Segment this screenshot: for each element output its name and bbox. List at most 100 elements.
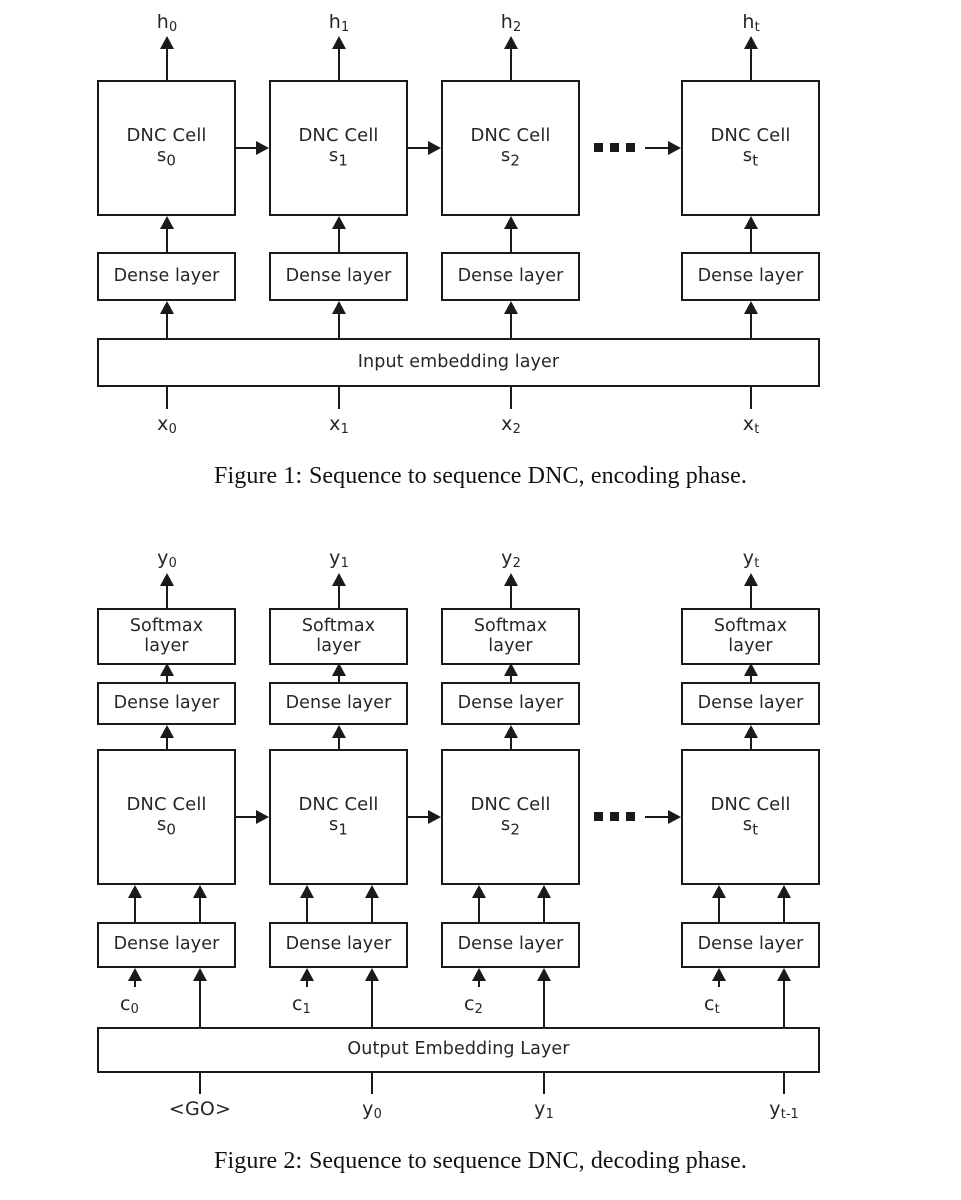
figure2-dense-to-cell-left-head-1 [300, 885, 314, 898]
figure2-embed-to-dense-stem-0 [199, 979, 201, 1027]
figure1-input-embedding-layer[interactable]: Input embedding layer [97, 338, 820, 387]
figure2-cell-to-dense-stem-1 [338, 735, 340, 749]
figure2-dense-to-cell-right-head-1 [365, 885, 379, 898]
figure1-dense-to-cell-head-3 [744, 216, 758, 229]
figure2-context-arrow-head-3 [712, 968, 726, 981]
figure1-state-arrow-stem-0 [236, 147, 259, 149]
figure1-dense-layer-1[interactable]: Dense layer [269, 252, 408, 301]
figure1-dense-to-cell-stem-3 [750, 227, 752, 252]
figure1-state-arrow-stem-2 [645, 147, 671, 149]
figure2-output-label-0: y0 [157, 547, 177, 571]
figure1-state-arrow-stem-1 [408, 147, 431, 149]
figure2-dense-to-cell-left-stem-1 [306, 896, 308, 922]
figure2-dense-to-softmax-head-1 [332, 663, 346, 676]
figure2-embed-to-dense-stem-1 [371, 979, 373, 1027]
figure2-state-arrow-stem-2 [645, 816, 671, 818]
figure2-dense-to-cell-right-stem-2 [543, 896, 545, 922]
figure2-dense-to-cell-left-head-0 [128, 885, 142, 898]
figure1-input-stem-0 [166, 387, 168, 409]
figure2-dense-to-softmax-stem-1 [338, 672, 340, 682]
figure2-dense-layer-bottom-0[interactable]: Dense layer [97, 922, 236, 968]
figure2-dense-layer-top-2[interactable]: Dense layer [441, 682, 580, 725]
figure2-output-arrow-head-3 [744, 573, 758, 586]
figure1-output-arrow-head-2 [504, 36, 518, 49]
figure2-state-arrow-head-2 [668, 810, 681, 824]
figure2-input-label-0: <GO> [168, 1098, 232, 1120]
figure2-embed-to-dense-stem-3 [783, 979, 785, 1027]
figure2-input-label-2: y1 [534, 1098, 554, 1122]
figure1-input-stem-3 [750, 387, 752, 409]
figure1-ellipsis [594, 143, 635, 152]
figure2-dense-to-cell-left-head-3 [712, 885, 726, 898]
figure-2-caption-text: Sequence to sequence DNC, decoding phase… [308, 1148, 747, 1174]
figure1-state-arrow-head-1 [428, 141, 441, 155]
figure2-output-arrow-head-1 [332, 573, 346, 586]
figure2-dense-layer-bottom-3[interactable]: Dense layer [681, 922, 820, 968]
figure2-dense-layer-top-1[interactable]: Dense layer [269, 682, 408, 725]
figure1-dense-layer-0[interactable]: Dense layer [97, 252, 236, 301]
figure2-context-label-0: c0 [120, 993, 139, 1017]
figure2-output-label-3: yt [742, 547, 760, 571]
figure2-state-arrow-stem-1 [408, 816, 431, 818]
figure-1-caption-text: Sequence to sequence DNC, encoding phase… [308, 463, 747, 489]
figure2-dense-layer-bottom-1[interactable]: Dense layer [269, 922, 408, 968]
figure2-context-arrow-stem-1 [306, 979, 308, 987]
figure-2-caption-lead: Figure 2: [214, 1148, 303, 1174]
figure1-input-stem-1 [338, 387, 340, 409]
figure2-dense-layer-top-0[interactable]: Dense layer [97, 682, 236, 725]
figure1-dense-layer-3[interactable]: Dense layer [681, 252, 820, 301]
figure2-dense-layer-bottom-2[interactable]: Dense layer [441, 922, 580, 968]
figure1-output-label-0: h0 [156, 11, 178, 35]
figure1-output-label-1: h1 [328, 11, 350, 35]
figure2-dense-to-softmax-stem-0 [166, 672, 168, 682]
figure2-output-embedding-layer[interactable]: Output Embedding Layer [97, 1027, 820, 1073]
figure2-dense-to-softmax-head-2 [504, 663, 518, 676]
figure2-output-label-1: y1 [329, 547, 349, 571]
figure1-embed-to-dense-head-0 [160, 301, 174, 314]
figure1-input-label-3: xt [742, 413, 760, 437]
figure-2-caption: Figure 2:Sequence to sequence DNC, decod… [0, 1148, 961, 1175]
figure2-dense-to-softmax-stem-2 [510, 672, 512, 682]
figure2-cell-to-dense-head-2 [504, 725, 518, 738]
figure2-dense-to-cell-right-head-2 [537, 885, 551, 898]
figure2-embed-to-dense-head-0 [193, 968, 207, 981]
figure2-input-label-3: yt-1 [769, 1098, 799, 1122]
figure2-output-arrow-stem-1 [338, 583, 340, 608]
figure1-output-arrow-stem-1 [338, 46, 340, 80]
figure2-dense-to-cell-right-head-0 [193, 885, 207, 898]
figure2-input-stem-2 [543, 1073, 545, 1094]
figure2-dense-layer-top-3[interactable]: Dense layer [681, 682, 820, 725]
figure1-dense-to-cell-head-0 [160, 216, 174, 229]
figure1-output-arrow-stem-0 [166, 46, 168, 80]
figure1-dense-layer-2[interactable]: Dense layer [441, 252, 580, 301]
figure2-embed-to-dense-head-2 [537, 968, 551, 981]
figure1-input-label-2: x2 [501, 413, 521, 437]
figure2-dense-to-softmax-head-0 [160, 663, 174, 676]
figure2-input-label-1: y0 [362, 1098, 382, 1122]
figure1-dense-to-cell-head-1 [332, 216, 346, 229]
figure1-state-arrow-head-2 [668, 141, 681, 155]
figure2-input-stem-3 [783, 1073, 785, 1094]
figure2-state-arrow-head-0 [256, 810, 269, 824]
figure1-input-label-0: x0 [157, 413, 177, 437]
figure1-dense-to-cell-stem-1 [338, 227, 340, 252]
figure1-output-label-3: ht [742, 11, 760, 35]
figure1-output-arrow-stem-2 [510, 46, 512, 80]
figure1-dense-to-cell-stem-2 [510, 227, 512, 252]
figure2-output-arrow-stem-2 [510, 583, 512, 608]
figure1-embed-to-dense-stem-2 [510, 312, 512, 338]
figure2-context-arrow-stem-2 [478, 979, 480, 987]
